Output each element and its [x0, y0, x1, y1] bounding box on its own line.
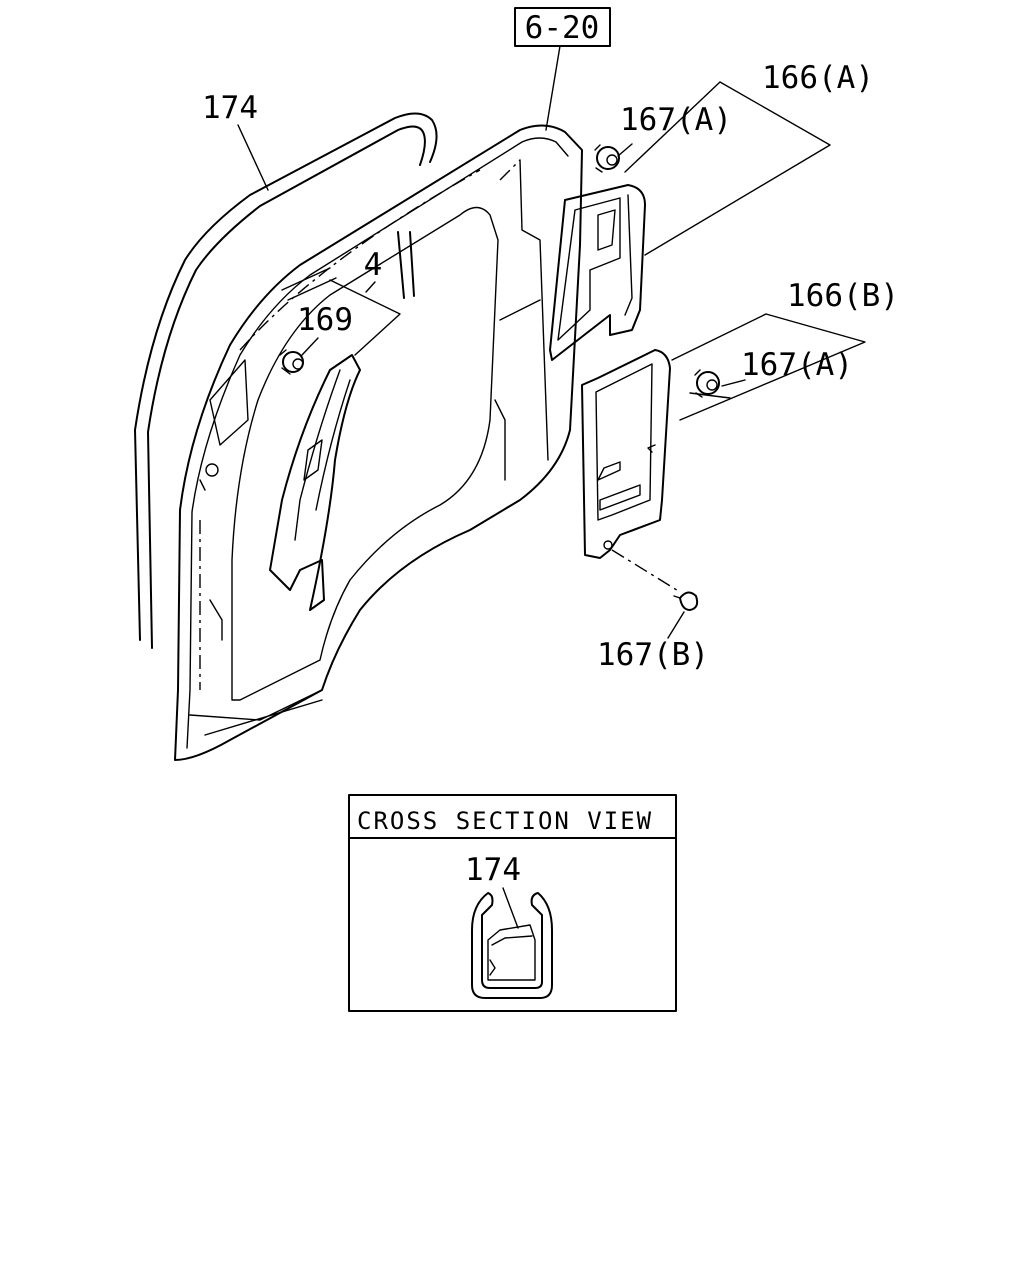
door-panel-outline: [174, 124, 583, 761]
callout-4: 4: [364, 247, 383, 283]
callout-166a-leader: [624, 81, 831, 256]
clip-167b: 167(B): [597, 549, 709, 673]
cross-section-title: CROSS SECTION VIEW: [357, 807, 653, 835]
reference-box: 6-20: [514, 7, 611, 131]
trim-166a-edge: [624, 194, 633, 316]
reference-leader: [545, 45, 561, 131]
callout-167b: 167(B): [597, 637, 709, 673]
cross-section-part-label: 174: [465, 852, 521, 888]
clip-167b-head: [679, 591, 699, 611]
clip-167a-mid-head: [696, 371, 720, 395]
callout-169: 169: [297, 302, 353, 338]
trim-166b-inner: [595, 363, 653, 521]
cross-section-leader: [502, 887, 519, 929]
trim-166b-detail: [597, 444, 656, 511]
reference-box-frame: [514, 7, 611, 47]
trim-166a-detail: [557, 197, 621, 341]
trim-166b-hole: [603, 540, 613, 550]
seal-profile-outer: [471, 892, 553, 999]
door-panel-ribs: [494, 159, 549, 481]
callout-167a-top: 167(A): [620, 102, 732, 138]
seal-profile-detail: [489, 935, 533, 976]
callout-167a-top-leader: [617, 143, 633, 157]
cross-section-view: CROSS SECTION VIEW 174: [348, 794, 677, 1012]
callout-167a-mid-leader: [721, 379, 746, 387]
callout-174-leader: [237, 124, 269, 191]
callout-174: 174: [202, 90, 258, 126]
part-4-clip-slot: [303, 439, 323, 481]
weatherstrip-174: 174: [134, 90, 438, 649]
seal-profile-inner: [487, 924, 536, 981]
callout-169-leader: [301, 337, 319, 356]
clip-167a-top-fins: [594, 144, 603, 173]
clip-169-fins: [279, 349, 291, 375]
door-panel-opening: [231, 206, 499, 701]
clip-167a-mid-center: [706, 379, 718, 391]
clip-169-center: [292, 358, 304, 370]
callout-167b-leader: [667, 611, 685, 639]
callout-4-leader: [329, 279, 401, 356]
part-4-detail: [294, 369, 351, 541]
door-panel-bracket: [209, 359, 249, 446]
clip-167a-top-head: [596, 146, 620, 170]
clip-167a-mid: 167(A): [689, 347, 853, 399]
callout-166b: 166(B): [787, 278, 899, 314]
weatherstrip-inner: [147, 125, 426, 649]
reference-label: 6-20: [525, 10, 600, 46]
door-panel-sill: [189, 689, 323, 736]
weatherstrip-vertical: [397, 231, 415, 299]
trim-166b: 166(B): [581, 278, 899, 559]
door-panel-holes: [199, 463, 223, 641]
trim-166b-outline: [581, 349, 671, 559]
door-panel-hidden-lines: [199, 159, 521, 690]
door-panel-flange: [186, 137, 569, 749]
cross-section-frame: [348, 794, 677, 1012]
door-panel-upper-trim: [281, 267, 337, 301]
callout-167a-mid: 167(A): [741, 347, 853, 383]
part-4-outline: [269, 354, 361, 611]
trim-166a: 166(A): [549, 60, 874, 361]
part-4-trim: 4: [269, 247, 401, 611]
door-panel: [174, 124, 583, 761]
callout-166b-leader: [671, 313, 866, 421]
trim-166a-outline: [549, 184, 646, 361]
clip-167a-top-center: [606, 154, 618, 166]
clip-169: 169: [279, 302, 353, 375]
clip-167b-axis: [611, 549, 681, 593]
clip-167b-stem: [673, 595, 681, 599]
weatherstrip-outer: [134, 112, 438, 641]
callout-166a: 166(A): [762, 60, 874, 96]
clip-167a-mid-axis: [689, 392, 731, 399]
clip-167a-top: 167(A): [594, 102, 732, 173]
